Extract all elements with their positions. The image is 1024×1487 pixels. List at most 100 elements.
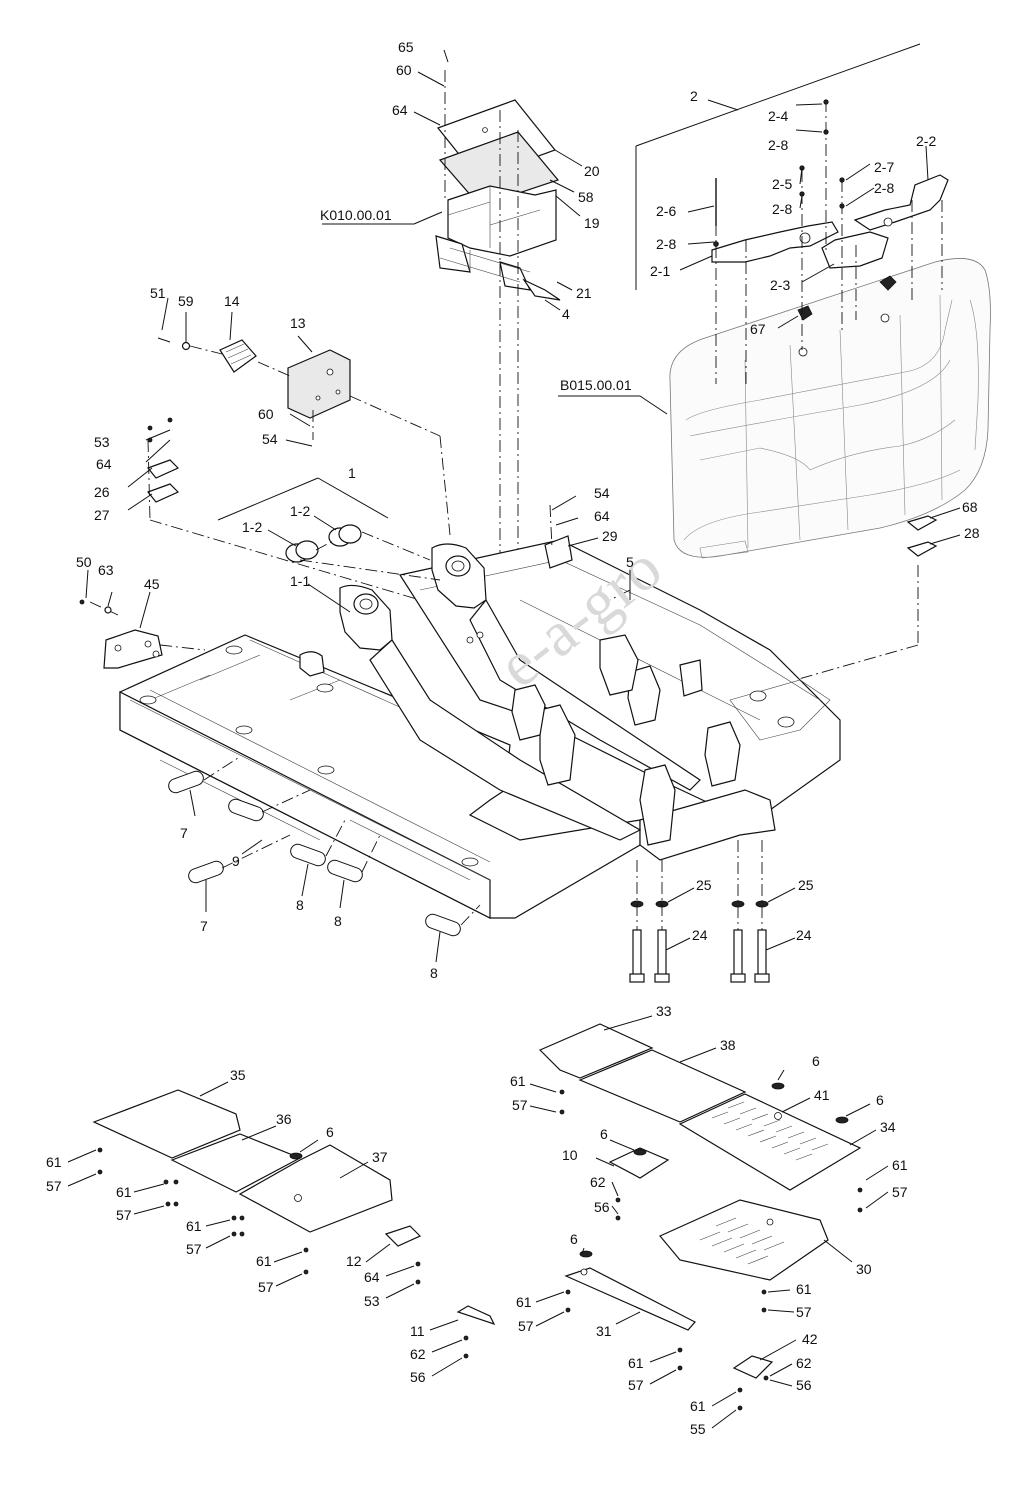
callout: 36: [276, 1111, 292, 1127]
frame-bolts: [629, 840, 770, 983]
callout: 11: [410, 1323, 425, 1339]
callout: 31: [596, 1323, 612, 1339]
callout: 8: [334, 913, 342, 929]
counterweight-ref-label: B015.00.01: [560, 377, 632, 393]
counterweight-brackets: [711, 174, 949, 321]
callout: 61: [690, 1398, 706, 1414]
callout: 13: [290, 315, 306, 331]
callout: 61: [256, 1253, 272, 1269]
callout: 57: [186, 1241, 202, 1257]
callout: 63: [98, 562, 114, 578]
callout-leaders: [67, 103, 961, 1429]
callout: 26: [94, 484, 110, 500]
plate-10: [608, 1147, 670, 1179]
callout: 62: [796, 1355, 812, 1371]
callout: 24: [692, 927, 708, 943]
callout: 64: [96, 456, 112, 472]
callout: 1: [348, 465, 356, 481]
callout: 8: [430, 965, 438, 981]
callout: 61: [186, 1218, 202, 1234]
callout: 60: [396, 62, 412, 78]
callout: 19: [584, 215, 600, 231]
callout: 62: [410, 1346, 426, 1362]
callout: 35: [230, 1067, 246, 1083]
lower-plates: [456, 1199, 829, 1411]
callout: 64: [392, 102, 408, 118]
callout: 56: [796, 1377, 812, 1393]
callout: 33: [656, 1003, 672, 1019]
callout: 8: [296, 897, 304, 913]
callout: 56: [594, 1199, 610, 1215]
callout: 67: [750, 321, 766, 337]
callout: 68: [962, 499, 978, 515]
plates-26-27: [147, 417, 421, 601]
callout: 55: [690, 1421, 706, 1437]
callout: 6: [570, 1231, 578, 1247]
callout: 1-1: [290, 573, 310, 589]
callout: 65: [398, 39, 414, 55]
shim-68: [906, 515, 938, 531]
pin-group-1: [217, 477, 431, 563]
battery-ref-label: K010.00.01: [320, 207, 392, 223]
callout: 61: [796, 1281, 812, 1297]
callout: 9: [232, 853, 240, 869]
callout: 2-4: [768, 108, 788, 124]
grille-14: [219, 339, 257, 373]
callout: 41: [814, 1087, 830, 1103]
callout: 6: [326, 1124, 334, 1140]
callout: 12: [346, 1253, 362, 1269]
callout: 57: [796, 1304, 812, 1320]
callout: 61: [46, 1154, 62, 1170]
counterweight: [669, 258, 991, 559]
main-frame: [119, 504, 841, 919]
callout: 6: [600, 1126, 608, 1142]
callout: 6: [876, 1092, 884, 1108]
callout: 1-2: [290, 503, 310, 519]
callout: 6: [812, 1053, 820, 1069]
cover-42: [732, 1355, 774, 1379]
callout: 64: [594, 508, 610, 524]
callout: 21: [576, 285, 592, 301]
callout: 57: [512, 1097, 528, 1113]
bracket-45: [79, 599, 206, 669]
callout: 57: [628, 1377, 644, 1393]
callout: 54: [594, 485, 610, 501]
callout: 2-8: [768, 137, 788, 153]
plate-12: [384, 1225, 422, 1247]
callout: 10: [562, 1147, 578, 1163]
callout: 57: [116, 1207, 132, 1223]
callout: 57: [46, 1178, 62, 1194]
callout: 25: [696, 877, 712, 893]
battery-assembly: [435, 70, 561, 710]
frame-plugs: [168, 757, 481, 937]
callout: 7: [180, 825, 188, 841]
callout: 2-5: [772, 176, 792, 192]
bracket-11: [456, 1305, 496, 1326]
callout: 38: [720, 1037, 736, 1053]
callout: 27: [94, 507, 110, 523]
left-undercovers: [92, 1089, 422, 1285]
right-undercovers: [538, 1023, 863, 1221]
callout: 51: [150, 285, 166, 301]
callout: 34: [880, 1119, 896, 1135]
callout: 2-2: [916, 133, 936, 149]
battery-leaders: [322, 49, 583, 311]
callout: 28: [964, 525, 980, 541]
callout: 24: [796, 927, 812, 943]
callout: 61: [510, 1073, 526, 1089]
callout: 54: [262, 431, 278, 447]
callout: 62: [590, 1174, 606, 1190]
callout: 57: [518, 1318, 534, 1334]
callout: 56: [410, 1369, 426, 1385]
callout: 58: [578, 189, 594, 205]
callout: 5: [626, 554, 634, 570]
callout: 37: [372, 1149, 388, 1165]
callout: 2-8: [874, 180, 894, 196]
callout: 2-3: [770, 277, 790, 293]
callout: 60: [258, 406, 274, 422]
callout: 61: [892, 1157, 908, 1173]
callout: 2: [690, 88, 698, 104]
counterweight-ref-leader: [558, 395, 668, 415]
